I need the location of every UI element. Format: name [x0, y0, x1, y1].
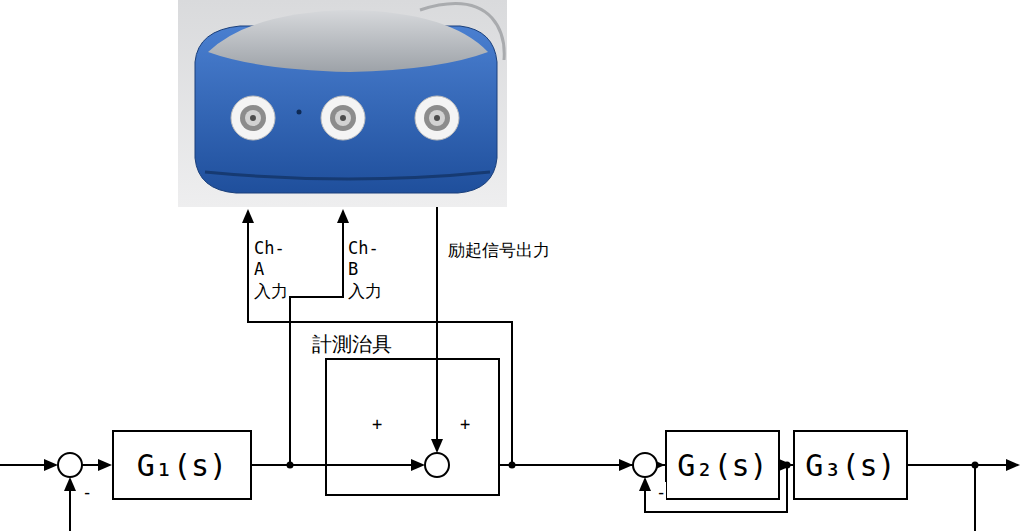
- transfer-block: G₂(s): [665, 430, 780, 500]
- block-label: G₃(s): [805, 449, 895, 482]
- bnc-pin: [250, 115, 256, 121]
- device-led: [297, 110, 302, 115]
- block-label: G₂(s): [677, 449, 767, 482]
- signal-wire: [82, 464, 100, 466]
- bnc-connector: [321, 96, 365, 140]
- bnc-insulator: [245, 110, 261, 126]
- bnc-pin: [340, 115, 346, 121]
- excitation-wire: [436, 207, 438, 441]
- transfer-block: G₁(s): [112, 430, 252, 500]
- signal-label: 励起信号出力: [448, 240, 550, 261]
- arrow-head: [242, 209, 254, 223]
- branch-dot: [287, 462, 294, 469]
- input-wire: [0, 464, 46, 466]
- output-wire: [908, 464, 1008, 466]
- branch-dot: [972, 462, 979, 469]
- branch-dot: [509, 462, 516, 469]
- bnc-shell: [424, 105, 450, 131]
- signal-wires: [0, 207, 512, 531]
- arrow-head: [64, 477, 76, 491]
- feedback-wire: [69, 489, 71, 531]
- arrow-head: [44, 459, 58, 471]
- arrow-head: [639, 477, 651, 491]
- bnc-insulator: [335, 110, 351, 126]
- bnc-ring: [415, 96, 459, 140]
- summing-junction: [425, 453, 449, 477]
- bnc-connector: [415, 96, 459, 140]
- bnc-pin: [434, 115, 440, 121]
- arrow-head: [431, 439, 443, 453]
- sign-label: +: [372, 414, 382, 435]
- arrow-head: [337, 209, 349, 223]
- channel-label: Ch-B 入力: [348, 238, 382, 302]
- sign-label: -: [656, 482, 666, 503]
- bnc-connector: [231, 96, 275, 140]
- photo-ground: [178, 0, 507, 207]
- device-edge: [205, 172, 490, 179]
- bnc-insulator: [429, 110, 445, 126]
- summing-junction: [633, 453, 657, 477]
- sign-label: +: [460, 414, 470, 435]
- device-photo: [178, 0, 507, 207]
- bnc-shell: [240, 105, 266, 131]
- summing-junction: [58, 453, 82, 477]
- arrow-head: [619, 459, 633, 471]
- transfer-block: G₃(s): [793, 430, 908, 500]
- device-top: [208, 10, 488, 72]
- bnc-ring: [321, 96, 365, 140]
- arrow-head: [98, 459, 112, 471]
- feedback-wire: [974, 465, 976, 531]
- jig-wire: [327, 464, 413, 466]
- block-label: G₁(s): [137, 449, 227, 482]
- measurement-jig: 計測治具: [325, 358, 500, 496]
- branch-dot: [784, 462, 791, 469]
- bnc-ring: [231, 96, 275, 140]
- channel-label: Ch-A 入力: [254, 238, 288, 302]
- sign-label: -: [82, 482, 92, 503]
- box-title: 計測治具: [312, 332, 392, 356]
- arrow-head: [1006, 459, 1020, 471]
- bnc-shell: [330, 105, 356, 131]
- arrow-head: [411, 459, 425, 471]
